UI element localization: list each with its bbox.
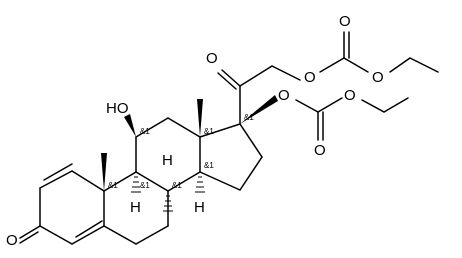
- c9-h-hash: [131, 176, 141, 193]
- ester-o-side-label: O: [304, 69, 316, 86]
- c11-oh-wedge: [124, 114, 136, 137]
- stereo-c13: &1: [204, 127, 214, 136]
- carbonate-c17-o2-label: O: [344, 87, 356, 104]
- stereo-c14: &1: [204, 161, 214, 170]
- stereo-c8: &1: [172, 181, 182, 190]
- carbonate-side-co-label: O: [339, 13, 351, 30]
- c10-methyl-wedge: [101, 153, 107, 191]
- stereo-c11: &1: [140, 127, 150, 136]
- carbonate-side-o2-label: O: [372, 69, 384, 86]
- ring-a: [19, 163, 105, 245]
- ketone-c20-o-label: O: [206, 50, 218, 67]
- ring-d: [199, 123, 263, 191]
- hydroxyl-label: HO: [106, 100, 129, 117]
- ester-o-c17-label: O: [278, 87, 290, 104]
- stereo-c17: &1: [244, 113, 254, 122]
- c17-o-wedge: [240, 95, 278, 124]
- h-c8-label: H: [162, 152, 173, 169]
- stereo-c9: &1: [140, 181, 150, 190]
- h-c14-label: H: [194, 199, 205, 216]
- side-chain-c20: [217, 31, 439, 125]
- ketone-ring-o-label: O: [6, 232, 18, 249]
- c14-h-hash: [195, 176, 205, 193]
- ring-c: [135, 117, 201, 192]
- c13-methyl-wedge: [197, 99, 203, 137]
- ring-b: [103, 171, 169, 245]
- h-c9-label: H: [130, 199, 141, 216]
- side-chain-c17-carbonate: [295, 97, 409, 141]
- stereo-c10: &1: [108, 181, 118, 190]
- carbonate-c17-co-label: O: [314, 142, 326, 159]
- c8-h-hash: [163, 195, 173, 212]
